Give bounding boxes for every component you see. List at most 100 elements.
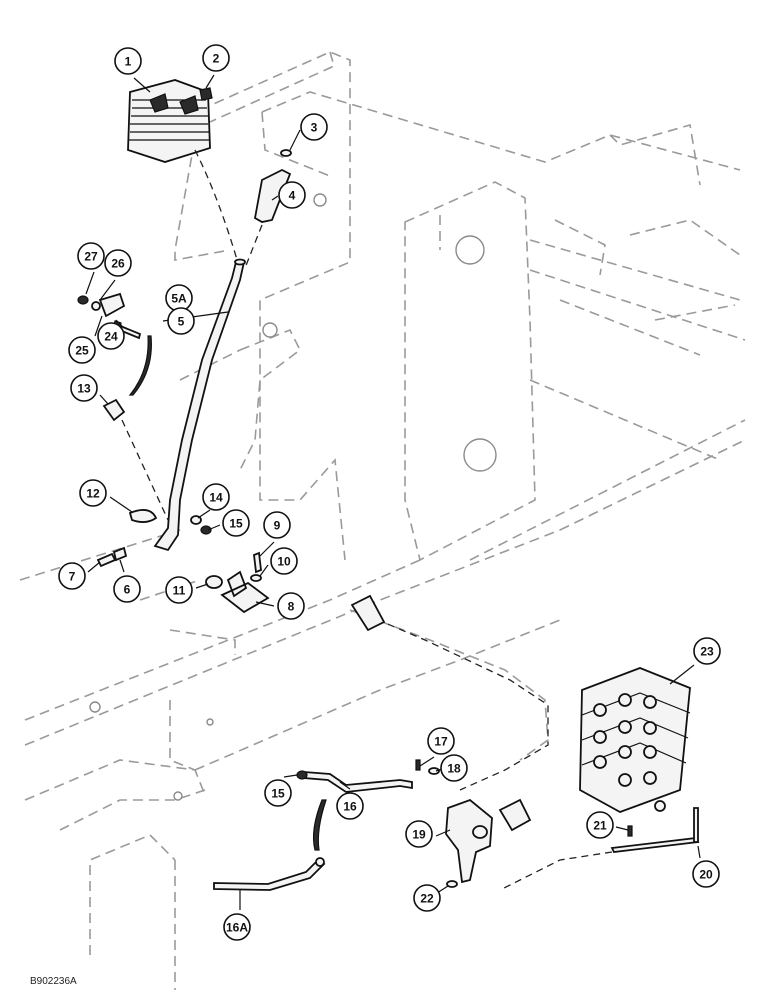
callout-number: 3 (311, 121, 318, 135)
callout-24: 24 (97, 322, 125, 350)
pedal-pad (127, 79, 211, 163)
callout-16: 16 (336, 792, 364, 820)
nut-22 (446, 880, 458, 888)
nut-15-lower (296, 770, 308, 780)
callout-8: 8 (277, 592, 305, 620)
callout-6: 6 (113, 575, 141, 603)
pin-link-line (244, 224, 263, 269)
callout-number: 23 (700, 645, 714, 659)
callout-number: 24 (104, 330, 118, 344)
rod-end-13 (102, 398, 126, 422)
callout-25: 25 (68, 336, 96, 364)
pedal-lever (153, 261, 246, 552)
callout-number: 11 (173, 584, 186, 598)
callout-17: 17 (427, 727, 455, 755)
spacer-6 (112, 546, 128, 562)
pivot-pin (253, 168, 292, 223)
callout-4: 4 (278, 181, 306, 209)
callout-number: 10 (277, 555, 291, 569)
callout-number: 15 (271, 787, 285, 801)
callout-9: 9 (263, 511, 291, 539)
callout-number: 26 (111, 257, 125, 271)
callout-3: 3 (300, 113, 328, 141)
chassis-frame (19, 51, 746, 990)
callout-number: 15 (229, 517, 243, 531)
link-rod-end (693, 807, 699, 843)
connecting-pin (350, 594, 386, 632)
bolt-shadow (128, 335, 152, 396)
callout-number: 22 (420, 892, 434, 906)
clevis-25 (98, 292, 126, 318)
link-rod-20 (610, 837, 700, 853)
callout-number: 25 (75, 344, 89, 358)
pin-17 (415, 759, 421, 771)
callout-12: 12 (79, 479, 107, 507)
rod-16a-end (315, 857, 325, 867)
bellcrank-19 (445, 798, 493, 884)
callout-23: 23 (693, 637, 721, 665)
nut-27 (77, 295, 89, 305)
linkage-path (354, 609, 549, 791)
callout-number: 21 (593, 819, 607, 833)
callout-number: 18 (447, 762, 461, 776)
rod-shadow (312, 799, 327, 851)
callout-number: 7 (69, 570, 76, 584)
pin-cap (280, 149, 292, 157)
callout-11: 11 (165, 576, 193, 604)
callout-number: 4 (289, 189, 296, 203)
connecting-rod-16 (303, 771, 413, 793)
leader-lines (85, 74, 701, 910)
callout-number: 14 (209, 491, 223, 505)
callout-13: 13 (70, 374, 98, 402)
callout-number: 8 (288, 600, 295, 614)
callout-15: 15 (264, 779, 292, 807)
callout-number: 9 (274, 519, 281, 533)
pedal-clip (199, 87, 213, 101)
callout-5: 5 (167, 307, 195, 335)
washer-26 (91, 301, 101, 311)
callout-number: 27 (84, 250, 98, 264)
pedal-link-line (194, 149, 241, 271)
bolt-9 (253, 551, 262, 574)
callout-number: 19 (412, 828, 426, 842)
lever-top-end (234, 258, 246, 266)
washer-18 (428, 767, 440, 775)
callout-number: 12 (86, 487, 100, 501)
callout-number: 16 (343, 800, 357, 814)
callout-5a: 5A (165, 284, 193, 312)
clip-12 (128, 509, 158, 523)
callout-27: 27 (77, 242, 105, 270)
pivot-bushing (498, 798, 532, 832)
callout-number: 16A (226, 921, 248, 935)
callout-26: 26 (104, 249, 132, 277)
callout-7: 7 (58, 562, 86, 590)
rod-link-line (121, 419, 169, 521)
washer-10 (250, 574, 262, 582)
callout-10: 10 (270, 547, 298, 575)
callout-16a: 16A (223, 913, 251, 941)
callout-2: 2 (202, 44, 230, 72)
callout-number: 5 (178, 315, 185, 329)
callout-22: 22 (413, 884, 441, 912)
callout-number: 17 (434, 735, 448, 749)
callout-19: 19 (405, 820, 433, 848)
nut-15 (200, 525, 212, 535)
bushing-11 (205, 575, 223, 589)
connecting-rod-16a (213, 858, 326, 891)
bellcrank-bore (472, 825, 488, 839)
callout-number: 13 (77, 382, 91, 396)
callout-15: 15 (222, 509, 250, 537)
callout-number: 20 (699, 868, 713, 882)
bolt-7 (96, 552, 117, 568)
callout-1: 1 (114, 47, 142, 75)
figure-id: B902236A (30, 976, 77, 987)
callout-number: 1 (125, 55, 132, 69)
callout-20: 20 (692, 860, 720, 888)
pin-21 (627, 825, 633, 837)
callout-number: 6 (124, 583, 131, 597)
callout-number: 5A (171, 292, 187, 306)
callout-number: 2 (213, 52, 220, 66)
callout-18: 18 (440, 754, 468, 782)
